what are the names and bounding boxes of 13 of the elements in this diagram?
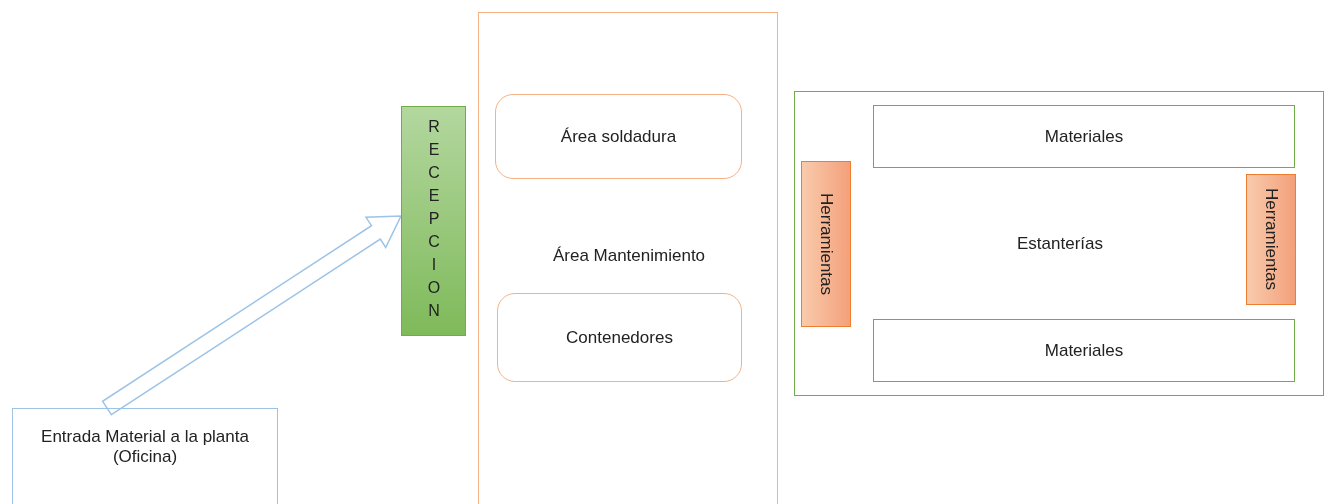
welding-area-box: Área soldadura [495,94,742,179]
tools-box: Herramientas [801,161,851,327]
materials-box: Materiales [873,319,1295,382]
reception-bar: RECEPCION [401,106,466,336]
shelving-area [794,91,1324,396]
maintenance-area [478,12,778,504]
area-label: Estanterías [1016,234,1104,254]
materials-box: Materiales [873,105,1295,168]
tools-box: Herramientas [1246,174,1296,305]
block-arrow [101,215,403,416]
container-area-box: Contenedores [497,293,742,382]
area-label: Área Mantenimiento [551,246,707,266]
office-box: Entrada Material a la planta (Oficina) [12,408,278,504]
